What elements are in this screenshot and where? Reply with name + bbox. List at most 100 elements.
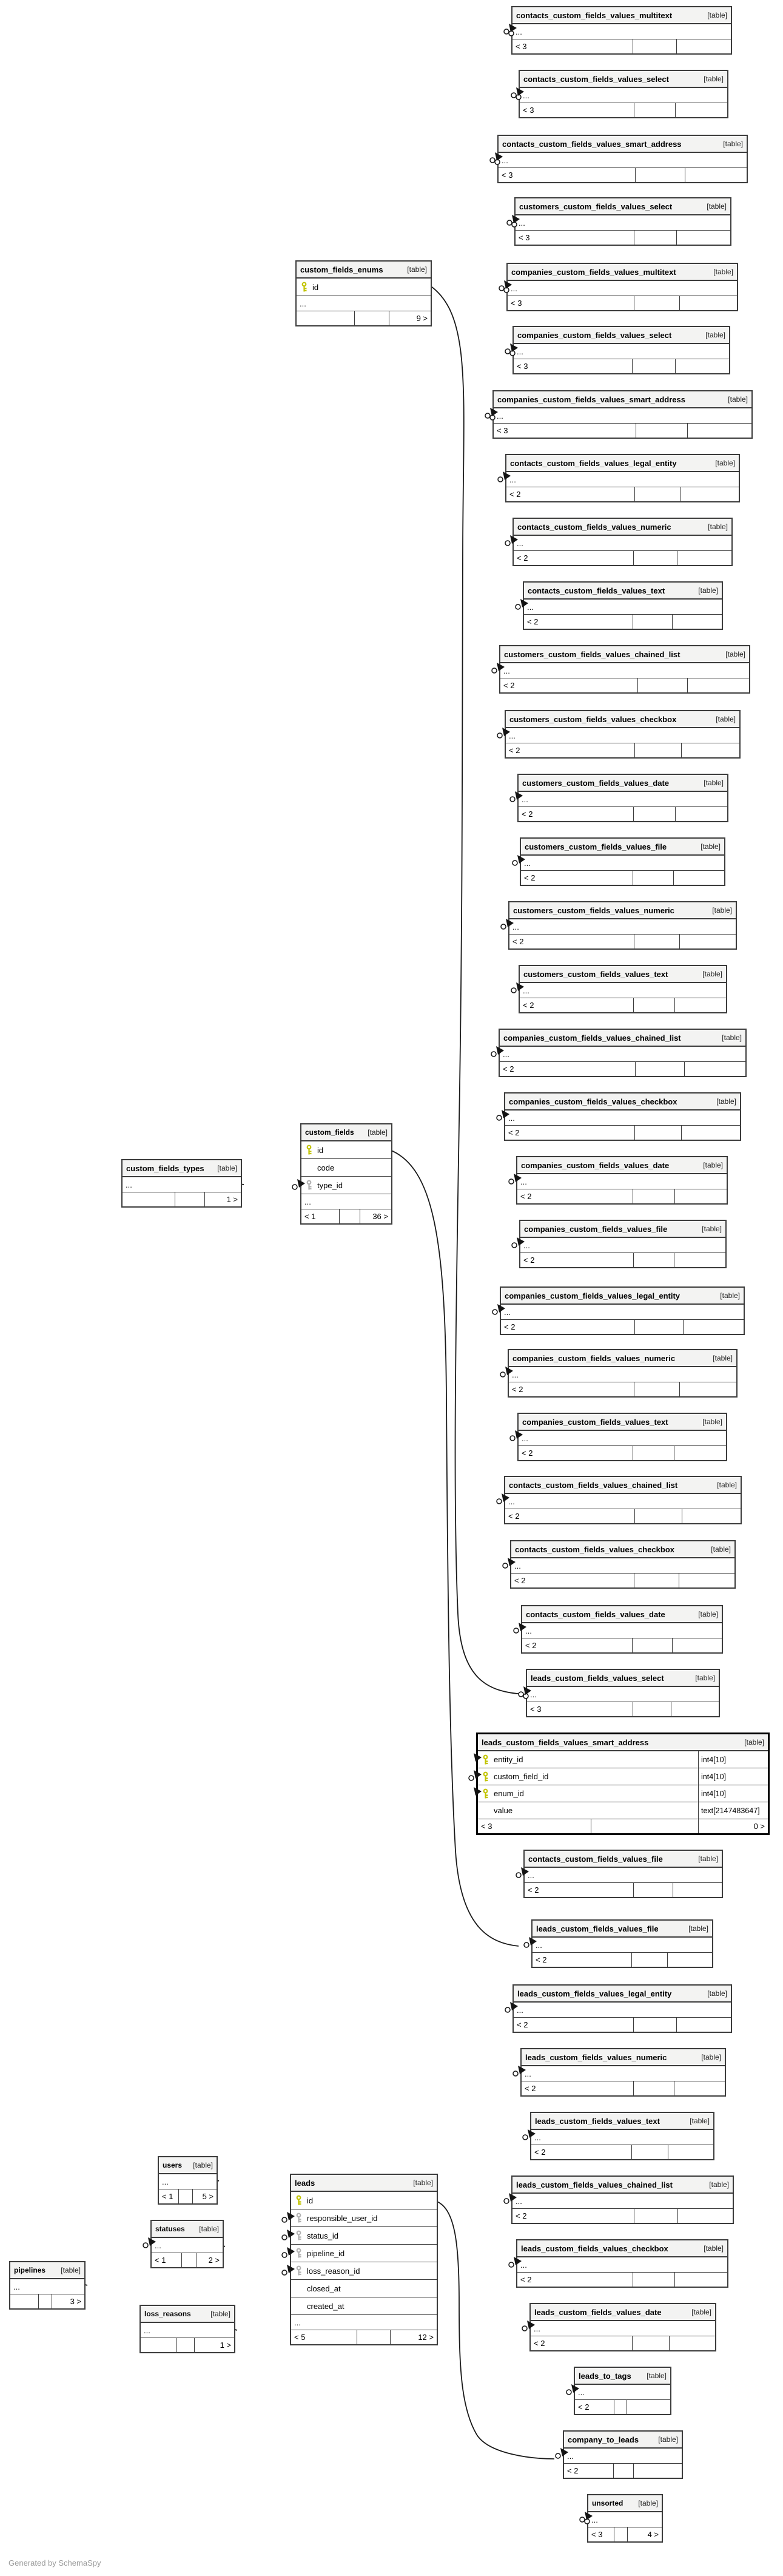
footer-children-count: 1 > [193,2338,234,2352]
columns-ellipsis: ... [141,2323,234,2338]
table-contacts_custom_fields_values_legal_entity[interactable]: contacts_custom_fields_values_legal_enti… [497,454,740,502]
table-custom_fields_enums[interactable]: custom_fields_enums[table]id...9 > [295,260,432,326]
table-header: customers_custom_fields_values_text[tabl… [520,966,726,983]
table-customers_custom_fields_values_text[interactable]: customers_custom_fields_values_text[tabl… [511,965,727,1013]
table-tag: [table] [702,1418,722,1426]
table-name: companies_custom_fields_values_select [517,330,672,340]
table-leads_to_tags[interactable]: leads_to_tags[table]...< 2 [566,2367,671,2415]
table-header: contacts_custom_fields_values_chained_li… [505,1477,741,1494]
table-companies_custom_fields_values_multitext[interactable]: companies_custom_fields_values_multitext… [499,263,738,311]
table-leads_custom_fields_values_numeric[interactable]: leads_custom_fields_values_numeric[table… [512,2048,726,2097]
table-header: custom_fields[table] [301,1124,391,1141]
table-companies_custom_fields_values_legal_entity[interactable]: companies_custom_fields_values_legal_ent… [492,1286,745,1335]
table-companies_custom_fields_values_chained_list[interactable]: companies_custom_fields_values_chained_l… [491,1029,747,1077]
table-leads_custom_fields_values_select[interactable]: leads_custom_fields_values_select[table]… [518,1669,720,1717]
table-companies_custom_fields_values_file[interactable]: companies_custom_fields_values_file[tabl… [511,1220,727,1268]
table-header: leads_custom_fields_values_date[table] [531,2304,715,2321]
footer-parents-count: < 2 [516,2211,527,2220]
footer-middle-cell [637,678,687,692]
table-leads_custom_fields_values_chained_list[interactable]: leads_custom_fields_values_chained_list[… [503,2175,734,2224]
table-customers_custom_fields_values_date[interactable]: customers_custom_fields_values_date[tabl… [509,774,728,822]
table-contacts_custom_fields_values_file[interactable]: contacts_custom_fields_values_file[table… [516,1850,723,1898]
table-companies_custom_fields_values_numeric[interactable]: companies_custom_fields_values_numeric[t… [500,1349,738,1398]
column-row-id: id [291,2192,437,2209]
footer-children-count [674,807,727,821]
table-tag: [table] [698,586,718,595]
generated-by-note: Generated by SchemaSpy [8,2558,101,2568]
table-leads_custom_fields_values_date[interactable]: leads_custom_fields_values_date[table]..… [522,2303,716,2351]
table-contacts_custom_fields_values_multitext[interactable]: contacts_custom_fields_values_multitext[… [503,6,732,55]
footer-parents-count: < 2 [504,1322,516,1331]
table-footer: < 2 [514,551,731,565]
table-custom_fields_types[interactable]: custom_fields_types[table]...1 > [121,1159,242,1208]
table-companies_custom_fields_values_text[interactable]: companies_custom_fields_values_text[tabl… [509,1413,727,1461]
table-tag: [table] [707,202,727,211]
columns-ellipsis: ... [522,1623,722,1638]
table-header: leads_custom_fields_values_smart_address… [478,1734,768,1751]
table-leads_custom_fields_values_file[interactable]: leads_custom_fields_values_file[table]..… [523,1919,713,1968]
table-contacts_custom_fields_values_date[interactable]: contacts_custom_fields_values_date[table… [513,1605,723,1654]
table-leads_custom_fields_values_smart_address[interactable]: leads_custom_fields_values_smart_address… [468,1733,770,1835]
table-tag: [table] [722,1033,742,1042]
table-contacts_custom_fields_values_chained_list[interactable]: contacts_custom_fields_values_chained_li… [496,1476,742,1524]
table-companies_custom_fields_values_select[interactable]: companies_custom_fields_values_select[ta… [505,326,730,374]
footer-children-count [687,424,751,438]
table-header: contacts_custom_fields_values_smart_addr… [499,136,747,153]
table-tag: [table] [210,2310,230,2318]
footer-children-count [633,2464,682,2478]
footer-parents-count: < 2 [508,1512,520,1521]
footer-middle-cell [634,1509,682,1523]
table-header: companies_custom_fields_values_smart_add… [494,391,751,408]
table-companies_custom_fields_values_checkbox[interactable]: companies_custom_fields_values_checkbox[… [496,1092,741,1141]
table-footer: < 2 [522,1638,722,1652]
footer-middle-cell [633,807,675,821]
table-customers_custom_fields_values_file[interactable]: customers_custom_fields_values_file[tabl… [512,837,725,886]
table-header: customers_custom_fields_values_checkbox[… [506,711,739,728]
table-header: leads_custom_fields_values_text[table] [531,2113,713,2130]
table-leads_custom_fields_values_legal_entity[interactable]: leads_custom_fields_values_legal_entity[… [505,1984,732,2033]
table-customers_custom_fields_values_numeric[interactable]: customers_custom_fields_values_numeric[t… [500,901,737,950]
table-tag: [table] [707,11,727,19]
table-loss_reasons[interactable]: loss_reasons[table]...1 > [139,2305,235,2353]
footer-parents-count: < 2 [523,1256,535,1265]
column-name: status_id [307,2231,339,2240]
footer-children-count: 4 > [627,2527,662,2541]
footer-middle-cell [633,296,680,310]
table-contacts_custom_fields_values_text[interactable]: contacts_custom_fields_values_text[table… [515,581,723,630]
footer-middle-cell [633,871,673,885]
table-contacts_custom_fields_values_checkbox[interactable]: contacts_custom_fields_values_checkbox[t… [502,1540,736,1589]
table-contacts_custom_fields_values_numeric[interactable]: contacts_custom_fields_values_numeric[ta… [505,518,733,566]
table-tag: [table] [691,2308,711,2316]
table-customers_custom_fields_values_select[interactable]: customers_custom_fields_values_select[ta… [506,197,731,246]
table-companies_custom_fields_values_date[interactable]: companies_custom_fields_values_date[tabl… [508,1156,728,1205]
column-type: int4[10] [698,1751,768,1768]
columns-ellipsis: ... [531,2321,715,2336]
footer-middle-cell [632,2336,669,2350]
table-customers_custom_fields_values_checkbox[interactable]: customers_custom_fields_values_checkbox[… [497,710,741,759]
table-leads_custom_fields_values_checkbox[interactable]: leads_custom_fields_values_checkbox[tabl… [508,2239,728,2288]
table-pipelines[interactable]: pipelines[table]...3 > [9,2261,86,2310]
footer-children-count [676,2018,731,2032]
footer-parents-count: < 2 [512,1385,523,1394]
columns-ellipsis: ... [524,600,722,615]
table-footer: < 2 [575,2400,670,2414]
table-footer: < 2 [517,1189,727,1203]
table-contacts_custom_fields_values_smart_address[interactable]: contacts_custom_fields_values_smart_addr… [489,135,748,183]
table-name: leads_to_tags [579,2371,631,2381]
table-companies_custom_fields_values_smart_address[interactable]: companies_custom_fields_values_smart_add… [485,390,753,439]
table-customers_custom_fields_values_chained_list[interactable]: customers_custom_fields_values_chained_l… [491,645,750,694]
table-header: companies_custom_fields_values_text[tabl… [519,1414,726,1431]
table-name: contacts_custom_fields_values_chained_li… [509,1480,678,1490]
table-leads_custom_fields_values_text[interactable]: leads_custom_fields_values_text[table]..… [522,2112,714,2160]
columns-ellipsis: ... [520,88,727,103]
table-header: contacts_custom_fields_values_file[table… [525,1851,722,1868]
table-name: customers_custom_fields_values_file [525,842,667,851]
table-company_to_leads[interactable]: company_to_leads[table]...< 2 [555,2430,683,2479]
column-name: type_id [317,1180,343,1190]
table-contacts_custom_fields_values_select[interactable]: contacts_custom_fields_values_select[tab… [511,70,728,118]
